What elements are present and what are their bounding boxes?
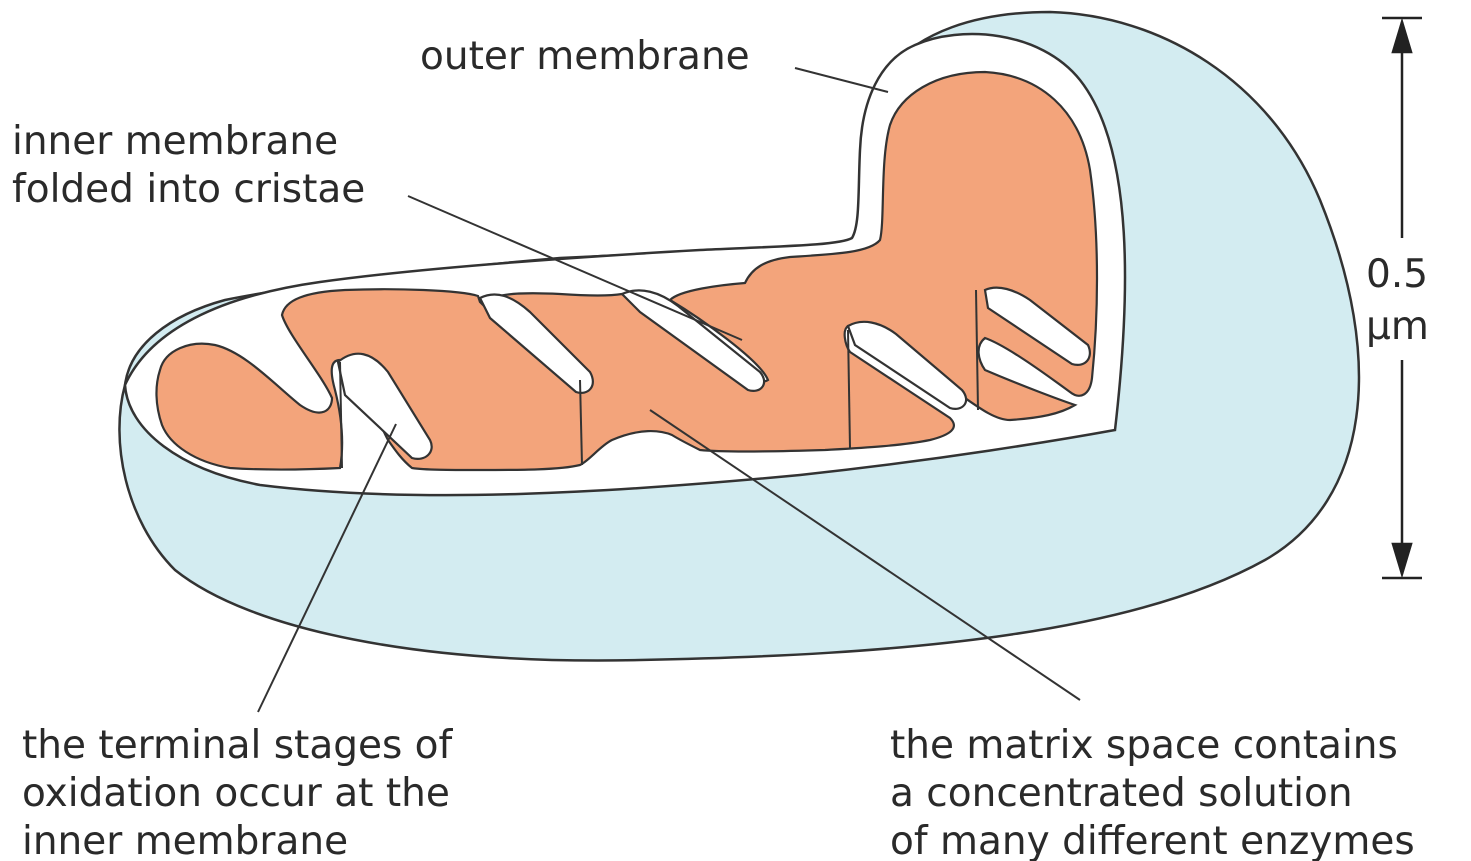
outer-membrane-text: outer membrane [420, 33, 750, 81]
terminal-stages-text-line-3: inner membrane [22, 818, 452, 861]
inner-membrane-text-line-1: inner membrane [12, 118, 365, 166]
scale-bar-value: 0.5 [1366, 249, 1429, 301]
scale-bar-unit: μm [1366, 301, 1429, 353]
outer-membrane-label: outer membrane [420, 33, 750, 81]
inner-membrane-text-line-2: folded into cristae [12, 166, 365, 214]
scale-bar-up-arrow [1393, 22, 1411, 52]
terminal-stages-text-line-1: the terminal stages of [22, 722, 452, 770]
scale-bar-down-arrow [1393, 544, 1411, 574]
inner-membrane-label: inner membrane folded into cristae [12, 118, 365, 214]
terminal-stages-text-line-2: oxidation occur at the [22, 770, 452, 818]
matrix-space-text-line-1: the matrix space contains [890, 722, 1415, 770]
matrix-space-text-line-2: a concentrated solution [890, 770, 1415, 818]
scale-bar-label: 0.5 μm [1366, 249, 1429, 353]
matrix-space-text-line-3: of many different enzymes [890, 818, 1415, 861]
matrix-space-label: the matrix space contains a concentrated… [890, 722, 1415, 861]
terminal-stages-label: the terminal stages of oxidation occur a… [22, 722, 452, 861]
leader-outer-membrane [795, 68, 888, 92]
